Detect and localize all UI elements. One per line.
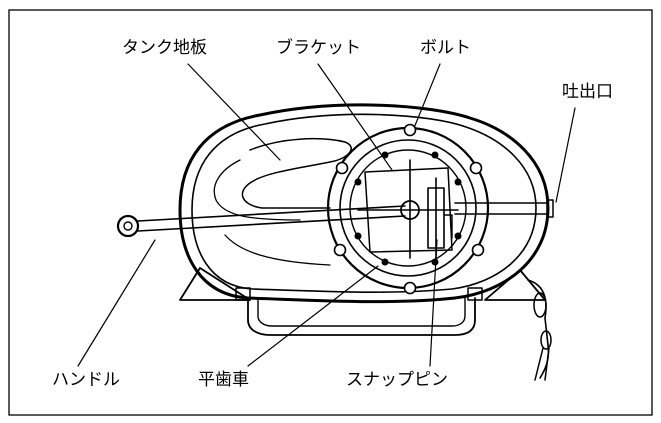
bolt-left-upper xyxy=(335,161,349,175)
stand-right-leg xyxy=(484,269,546,301)
leader-handle xyxy=(77,239,156,367)
bracket-outer-ring xyxy=(326,126,490,290)
bracket-plate xyxy=(364,167,453,253)
tank-outer-shell xyxy=(178,103,550,304)
handle-knob-center xyxy=(123,221,133,231)
handle-knob xyxy=(116,214,140,238)
leader-bracket xyxy=(317,63,393,171)
right-clamp xyxy=(467,287,483,301)
inner-bolt-5 xyxy=(431,258,439,266)
bolt-right-lower xyxy=(471,243,485,257)
label-bolt: ボルト xyxy=(420,38,471,58)
label-outlet: 吐出口 xyxy=(562,82,613,102)
bracket-ring-2 xyxy=(339,139,477,277)
left-clamp xyxy=(235,287,251,301)
inner-bolt-7 xyxy=(354,232,362,240)
inner-bolt-4 xyxy=(454,232,462,240)
stand-base xyxy=(247,297,476,336)
tank-floor-lower xyxy=(224,234,331,266)
bolt-left xyxy=(333,243,347,257)
snap-pin-clip xyxy=(443,214,453,239)
bracket-ring-3 xyxy=(349,149,467,267)
inner-bolt-2 xyxy=(431,151,439,159)
label-spur-gear: 平歯車 xyxy=(198,370,249,390)
inner-bolt-1 xyxy=(381,151,389,159)
tank-inner-shell xyxy=(191,113,537,293)
leader-bolt xyxy=(413,63,441,129)
bolt-bottom xyxy=(403,281,417,295)
hanging-cord xyxy=(527,279,550,379)
handle-rod-top xyxy=(137,205,406,222)
tank-floor-outline xyxy=(241,138,352,209)
leader-spur-gear xyxy=(247,265,379,367)
tank-floor-inner xyxy=(213,159,301,221)
leader-outlet xyxy=(555,107,576,203)
outlet-nozzle xyxy=(546,199,554,218)
label-handle: ハンドル xyxy=(52,370,120,390)
cord-loop-1 xyxy=(533,292,547,318)
label-bracket: ブラケット xyxy=(276,38,361,58)
inner-bolt-3 xyxy=(454,178,462,186)
inner-bolt-6 xyxy=(381,258,389,266)
cord-end xyxy=(534,347,550,381)
handle-rod-bottom xyxy=(137,215,406,232)
bracket-hub xyxy=(400,200,420,220)
label-snap-pin: スナップピン xyxy=(346,370,448,390)
stand-left-leg xyxy=(179,267,251,301)
frame xyxy=(8,9,653,416)
stand-base-inner xyxy=(257,297,466,327)
inner-bolt-8 xyxy=(354,178,362,186)
cord-loop-2 xyxy=(540,330,552,350)
bolt-right xyxy=(469,161,483,175)
label-tank-floor: タンク地板 xyxy=(122,38,207,58)
bolt-top xyxy=(403,123,417,137)
leader-tank-floor xyxy=(187,63,281,161)
